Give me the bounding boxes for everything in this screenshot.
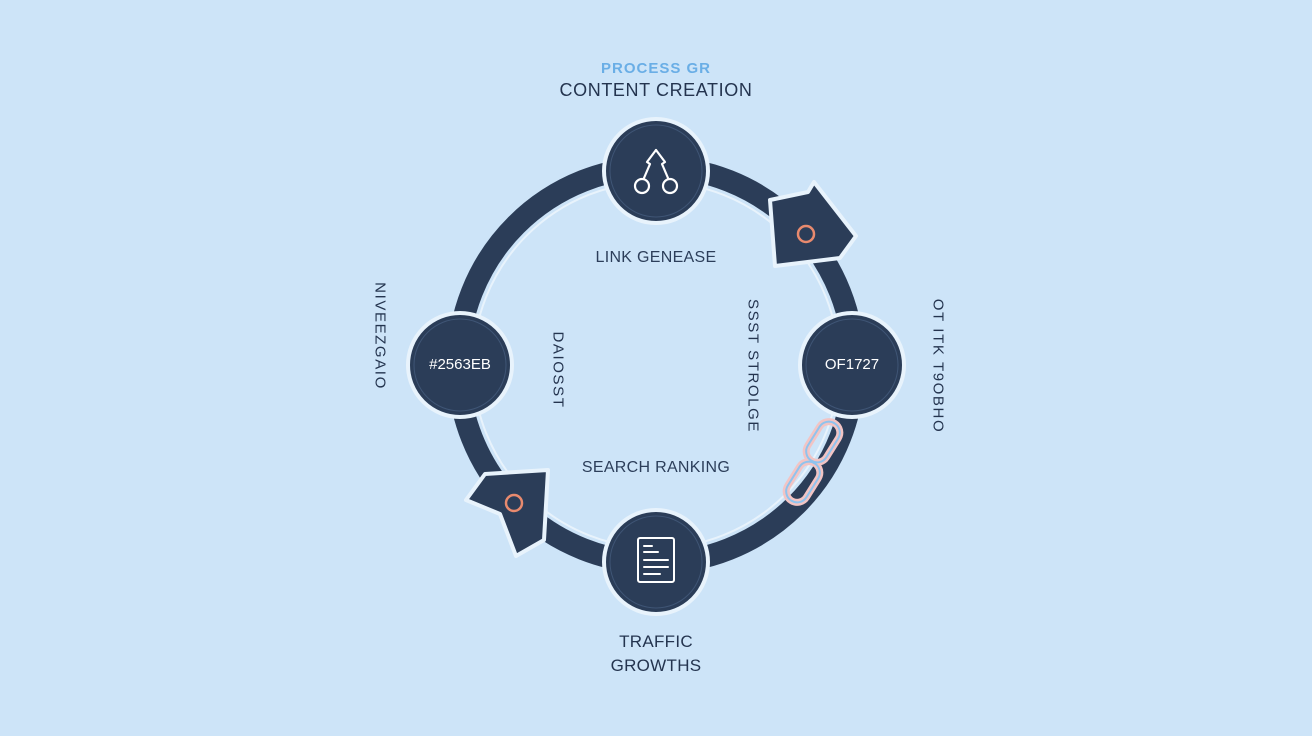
right-node <box>798 311 906 419</box>
outer-left-vertical-label: NIVEEZGAIO <box>371 282 389 390</box>
document-icon <box>637 537 675 583</box>
bottom-left-arrow-icon <box>464 468 550 558</box>
diagram-title: CONTENT CREATION <box>559 80 753 100</box>
inner-bottom-label: SEARCH RANKING <box>581 459 731 476</box>
chain-link-icon <box>782 418 844 506</box>
top-node <box>602 117 710 225</box>
inner-left-vertical-label: DAIOSST <box>549 331 567 409</box>
inner-top-label: LINK GENEASE <box>595 249 717 266</box>
diagram-eyebrow: PROCESS GR <box>600 60 712 77</box>
footer-line-1: TRAFFIC <box>619 632 693 651</box>
link-hooks-icon <box>633 148 679 195</box>
outer-right-vertical-label: OT ITK T9OBHO <box>929 298 947 434</box>
left-node <box>406 311 514 419</box>
inner-right-vertical-label: SSST STROLGE <box>744 299 762 433</box>
bottom-node <box>602 508 710 616</box>
top-right-arrow-icon <box>768 180 858 268</box>
right-node-label: OF1727 <box>824 356 880 373</box>
left-node-label: #2563EB <box>429 356 491 373</box>
footer-line-2: GROWTHS <box>610 656 702 675</box>
